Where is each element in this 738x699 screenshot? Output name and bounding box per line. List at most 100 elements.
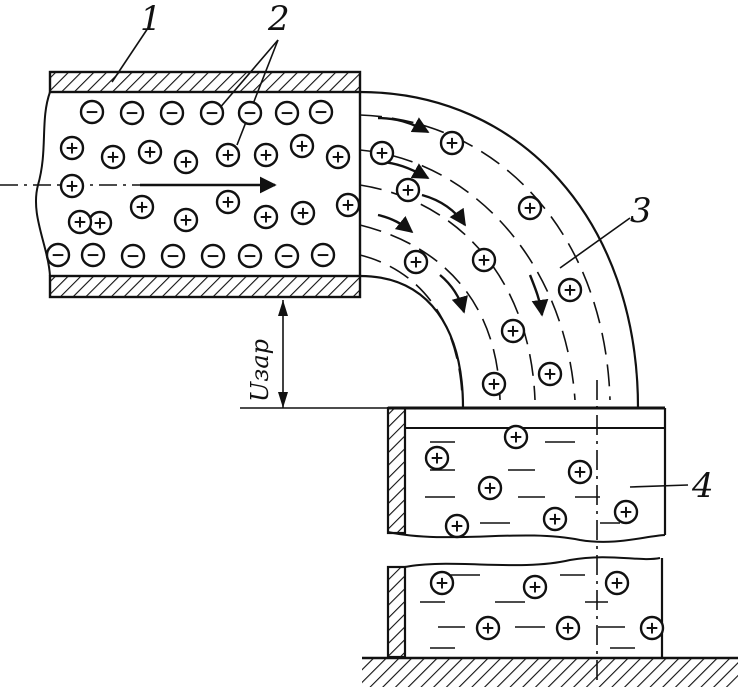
svg-text:+: + — [259, 208, 273, 228]
svg-text:+: + — [528, 578, 542, 598]
positive-ion: + — [289, 133, 315, 159]
positive-ion: + — [522, 574, 548, 600]
svg-text:+: + — [135, 198, 149, 218]
svg-text:+: + — [506, 322, 520, 342]
flow-arrow — [377, 213, 414, 234]
svg-text:+: + — [93, 214, 107, 234]
svg-text:−: − — [126, 247, 140, 267]
positive-ion: + — [639, 615, 665, 641]
positive-ion: + — [557, 277, 583, 303]
flow-streamline — [359, 254, 463, 396]
flow-arrow — [439, 274, 468, 314]
elbow-inner-wall — [359, 274, 465, 409]
tank-break-line — [404, 556, 661, 568]
tank-upper — [386, 406, 667, 543]
tank-wall — [386, 565, 407, 659]
label-pipe: 1 — [140, 0, 162, 39]
positive-ion: + — [475, 615, 501, 641]
svg-text:−: − — [206, 247, 220, 267]
negative-ion: − — [45, 242, 71, 268]
positive-ion: + — [477, 475, 503, 501]
svg-text:+: + — [221, 146, 235, 166]
svg-text:+: + — [179, 211, 193, 231]
svg-text:−: − — [280, 104, 294, 124]
positive-ion: + — [59, 135, 85, 161]
svg-text:+: + — [563, 281, 577, 301]
svg-text:+: + — [561, 619, 575, 639]
positive-ion: + — [555, 615, 581, 641]
svg-text:+: + — [221, 193, 235, 213]
positive-ion: + — [542, 506, 568, 532]
negative-ion: − — [237, 100, 263, 126]
flow-arrow — [377, 116, 430, 134]
svg-text:−: − — [314, 103, 328, 123]
pipe-bottom-wall — [48, 274, 362, 299]
svg-text:−: − — [85, 103, 99, 123]
tank-lower — [386, 556, 664, 659]
positive-ion: + — [369, 140, 395, 166]
svg-text:+: + — [409, 253, 423, 273]
negative-ion: − — [120, 243, 146, 269]
svg-text:+: + — [548, 510, 562, 530]
negative-ion: − — [199, 100, 225, 126]
svg-text:−: − — [166, 247, 180, 267]
positive-ion: + — [604, 570, 630, 596]
svg-text:+: + — [543, 365, 557, 385]
negative-ion: − — [274, 100, 300, 126]
svg-text:+: + — [445, 134, 459, 154]
positive-ion: + — [59, 173, 85, 199]
svg-text:+: + — [375, 144, 389, 164]
svg-text:+: + — [73, 213, 87, 233]
tank-break-line — [387, 531, 666, 543]
positive-ion: + — [395, 177, 421, 203]
positive-ion: + — [290, 200, 316, 226]
positive-ion: + — [173, 149, 199, 175]
positive-ion: + — [403, 249, 429, 275]
positive-ion: + — [215, 189, 241, 215]
svg-text:+: + — [573, 463, 587, 483]
positive-ion: + — [335, 192, 361, 218]
negative-ion: − — [119, 100, 145, 126]
ions: −−−−−−−−−−−−−−−+++++++++++++++++++++++++… — [45, 99, 665, 641]
positive-ion: + — [444, 513, 470, 539]
svg-text:−: − — [205, 104, 219, 124]
svg-text:+: + — [483, 479, 497, 499]
svg-text:−: − — [86, 246, 100, 266]
negative-ion: − — [160, 243, 186, 269]
svg-text:+: + — [645, 619, 659, 639]
svg-text:−: − — [165, 104, 179, 124]
svg-text:−: − — [125, 104, 139, 124]
svg-text:+: + — [481, 619, 495, 639]
pipe — [0, 70, 362, 299]
svg-text:+: + — [619, 503, 633, 523]
flow-arrow — [528, 274, 549, 317]
positive-ion: + — [137, 139, 163, 165]
svg-text:+: + — [65, 139, 79, 159]
positive-ion: + — [567, 459, 593, 485]
flow-streamline — [359, 224, 501, 401]
svg-text:+: + — [65, 177, 79, 197]
charge-voltage-label: Uзар — [246, 339, 274, 402]
svg-text:+: + — [610, 574, 624, 594]
svg-text:+: + — [341, 196, 355, 216]
svg-text:+: + — [430, 449, 444, 469]
svg-text:−: − — [280, 247, 294, 267]
svg-text:−: − — [316, 246, 330, 266]
negative-ion: − — [237, 243, 263, 269]
positive-ion: + — [503, 424, 529, 450]
label-charged-flow: 3 — [630, 191, 652, 231]
positive-ion: + — [429, 570, 455, 596]
positive-ion: + — [439, 130, 465, 156]
label-tank-liquid: 4 — [691, 466, 714, 506]
pipe-top-wall — [48, 70, 362, 94]
positive-ion: + — [173, 207, 199, 233]
negative-ion: − — [80, 242, 106, 268]
svg-text:−: − — [243, 104, 257, 124]
positive-ion: + — [481, 371, 507, 397]
positive-ion: + — [253, 204, 279, 230]
svg-text:+: + — [401, 181, 415, 201]
svg-text:+: + — [477, 251, 491, 271]
positive-ion: + — [100, 144, 126, 170]
positive-ion: + — [500, 318, 526, 344]
charge-height-dimension: Uзар — [240, 300, 388, 409]
